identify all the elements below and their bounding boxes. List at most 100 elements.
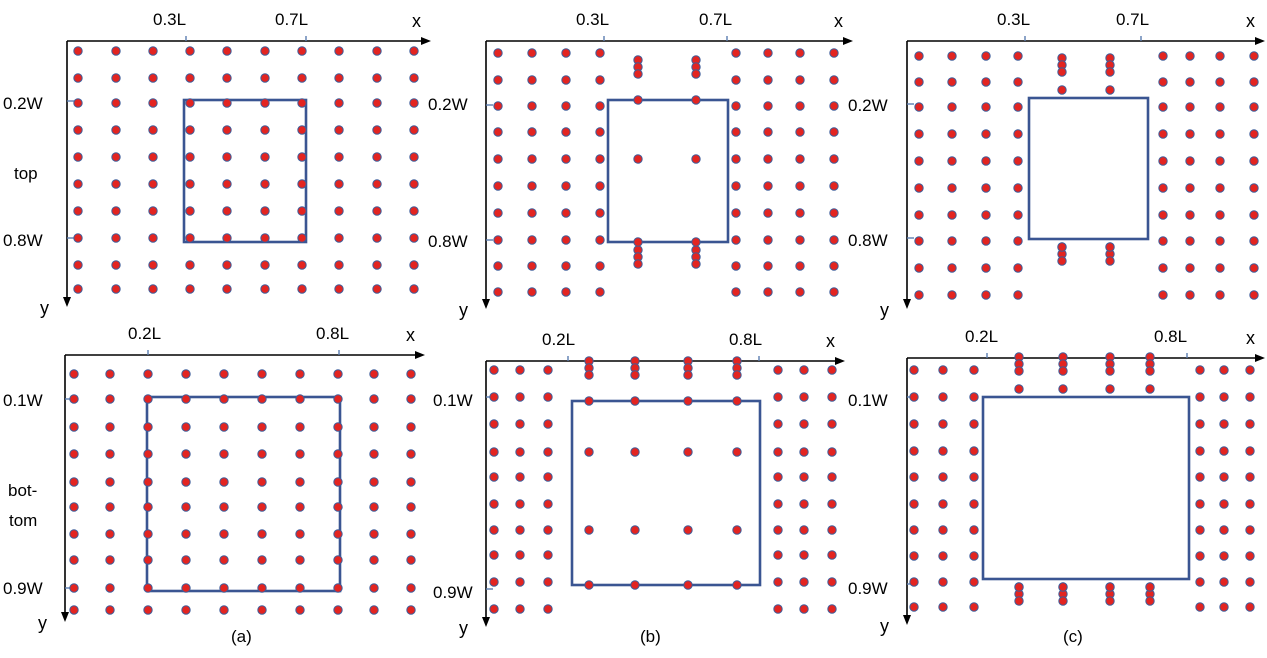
grid-point <box>406 555 416 565</box>
grid-point <box>731 261 741 271</box>
grid-point <box>827 525 837 535</box>
region-box <box>182 98 308 244</box>
grid-point <box>1215 236 1225 246</box>
edge-point <box>1057 85 1067 95</box>
grid-point <box>515 550 525 560</box>
grid-point <box>938 365 948 375</box>
grid-point <box>515 472 525 482</box>
grid-point <box>773 472 783 482</box>
grid-point <box>297 98 307 108</box>
refined-point <box>691 259 701 269</box>
grid-point <box>143 422 153 432</box>
y-tick-label: 0.8W <box>428 232 468 251</box>
grid-point <box>829 208 839 218</box>
grid-point <box>69 529 79 539</box>
y-axis-arrow-icon <box>482 299 490 309</box>
grid-point <box>914 156 924 166</box>
x-axis-arrow-icon <box>843 37 853 45</box>
grid-point <box>489 392 499 402</box>
grid-point <box>827 550 837 560</box>
grid-point <box>799 392 809 402</box>
grid-point <box>257 529 267 539</box>
edge-point <box>630 396 640 406</box>
grid-point <box>369 394 379 404</box>
grid-point <box>763 287 773 297</box>
grid-point <box>105 449 115 459</box>
grid-point <box>773 525 783 535</box>
grid-point <box>1219 602 1229 612</box>
grid-point <box>799 447 809 457</box>
grid-point <box>148 98 158 108</box>
grid-point <box>334 284 344 294</box>
y-tick-label: 0.1W <box>848 391 888 410</box>
grid-point <box>731 75 741 85</box>
grid-point <box>909 392 919 402</box>
grid-point <box>909 499 919 509</box>
grid-point <box>1215 263 1225 273</box>
grid-point <box>489 499 499 509</box>
grid-point <box>1185 102 1195 112</box>
grid-point <box>369 369 379 379</box>
grid-point <box>105 605 115 615</box>
edge-point <box>732 396 742 406</box>
grid-point <box>409 260 419 270</box>
refined-point <box>732 370 742 380</box>
grid-point <box>527 261 537 271</box>
grid-point <box>947 129 957 139</box>
grid-point <box>543 525 553 535</box>
grid-point <box>981 51 991 61</box>
grid-point <box>406 477 416 487</box>
grid-point <box>73 260 83 270</box>
grid-point <box>731 48 741 58</box>
grid-point <box>909 551 919 561</box>
grid-point <box>148 73 158 83</box>
grid-point <box>143 605 153 615</box>
grid-point <box>295 555 305 565</box>
grid-point <box>260 125 270 135</box>
grid-point <box>185 125 195 135</box>
grid-point <box>369 555 379 565</box>
grid-point <box>1219 392 1229 402</box>
grid-point <box>1219 499 1229 509</box>
grid-point <box>143 502 153 512</box>
grid-point <box>829 154 839 164</box>
grid-point <box>981 210 991 220</box>
grid-point <box>1185 210 1195 220</box>
grid-point <box>914 210 924 220</box>
grid-point <box>1158 183 1168 193</box>
grid-point <box>219 555 229 565</box>
grid-point <box>731 101 741 111</box>
grid-point <box>148 284 158 294</box>
grid-point <box>111 233 121 243</box>
grid-point <box>333 449 343 459</box>
grid-point <box>981 290 991 300</box>
grid-point <box>909 525 919 535</box>
region-box <box>981 395 1191 581</box>
grid-point <box>1249 263 1259 273</box>
grid-point <box>73 46 83 56</box>
grid-point <box>543 604 553 614</box>
grid-point <box>595 101 605 111</box>
grid-point <box>181 394 191 404</box>
grid-point <box>295 422 305 432</box>
grid-point <box>773 419 783 429</box>
grid-point <box>1195 525 1205 535</box>
y-axis-arrow-icon <box>903 299 911 309</box>
grid-point <box>947 156 957 166</box>
grid-point <box>1249 156 1259 166</box>
x-axis-arrow-icon <box>1255 37 1265 45</box>
y-tick-label: 0.9W <box>848 579 888 598</box>
grid-point <box>406 422 416 432</box>
grid-point <box>69 555 79 565</box>
refined-point <box>1105 596 1115 606</box>
grid-point <box>1185 51 1195 61</box>
grid-point <box>543 550 553 560</box>
grid-point <box>1245 419 1255 429</box>
caption-a: (a) <box>231 627 252 646</box>
grid-point <box>829 75 839 85</box>
grid-point <box>969 577 979 587</box>
grid-point <box>595 127 605 137</box>
grid-point <box>73 98 83 108</box>
